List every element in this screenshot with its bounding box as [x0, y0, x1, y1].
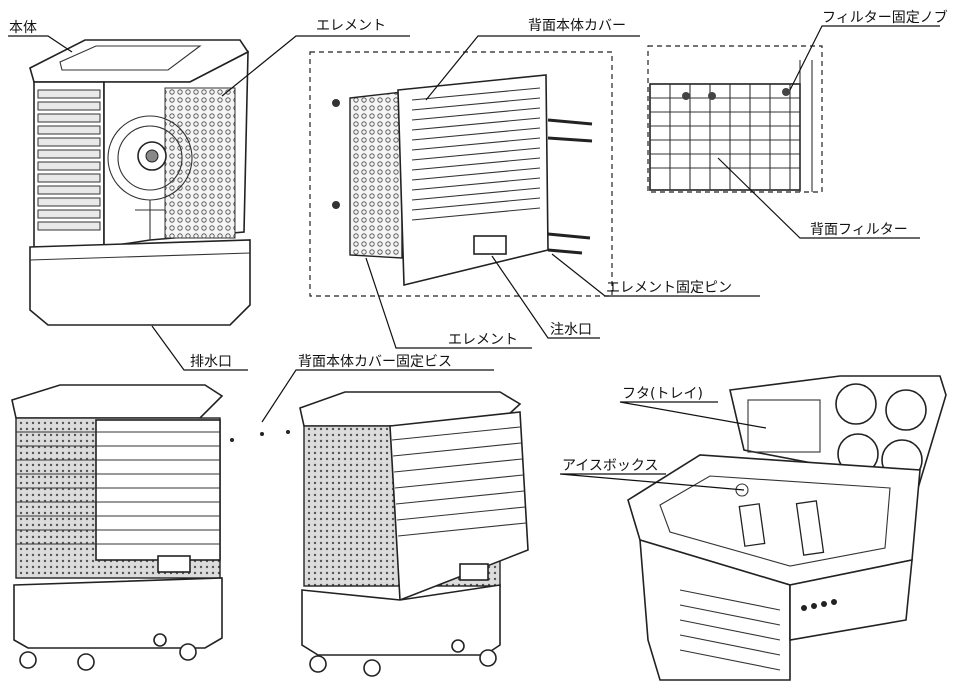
back-filter-panel — [649, 83, 801, 191]
exploded-element-pad — [349, 91, 403, 259]
element-pins — [547, 118, 593, 255]
label-drain: 排水口 — [190, 354, 232, 370]
back-filter-grid — [650, 84, 800, 190]
water-inlet-window — [473, 235, 507, 255]
label-back-filter: 背面フィルター — [810, 222, 908, 238]
closed-unit-slats — [16, 431, 220, 545]
ice-pack-1 — [835, 383, 877, 425]
label-main-body: 本体 — [9, 20, 37, 36]
figure-cover-removed — [299, 391, 529, 677]
figure-ice-box — [627, 375, 947, 681]
tilted-unit-tank — [301, 584, 501, 656]
caster — [19, 651, 37, 669]
back-cover-panel — [397, 74, 549, 287]
ice-unit-front — [639, 538, 791, 681]
ice-unit-louvers — [679, 589, 781, 671]
unit-water-tank — [29, 239, 251, 326]
label-back-cover: 背面本体カバー — [528, 18, 626, 34]
callout-labels: 本体 エレメント 背面本体カバー フィルター固定ノブ 背面フィルター エレメント… — [9, 9, 948, 474]
ice-box-divider-2 — [795, 500, 825, 556]
tilted-cover-slats — [391, 426, 527, 537]
label-cover-screw: 背面本体カバー固定ビス — [298, 354, 452, 370]
ice-box-drain — [735, 483, 749, 497]
back-cover-slats — [411, 87, 541, 221]
filter-dashed-frame — [647, 45, 823, 193]
label-lid-tray: フタ(トレイ) — [622, 386, 703, 402]
closed-unit-tank — [13, 577, 223, 649]
dashed-frame — [309, 51, 613, 297]
filter-knob-right — [782, 88, 790, 96]
figure-unit-closed — [11, 384, 290, 671]
closed-unit-top — [11, 384, 224, 419]
figure-back-filter — [647, 45, 823, 193]
label-filter-knob: フィルター固定ノブ — [822, 9, 948, 26]
screw — [230, 438, 234, 442]
label-ice-box: アイスボックス — [562, 458, 658, 474]
filter-knob-left — [682, 92, 690, 100]
figure-unit-with-element — [29, 39, 251, 326]
unit-front-slats — [37, 89, 101, 231]
ice-box-divider-1 — [738, 503, 766, 547]
label-element-top: エレメント — [316, 18, 386, 34]
leader-lines — [8, 25, 940, 491]
ice-pack-2 — [885, 389, 927, 431]
unit-element-pad — [164, 87, 236, 239]
label-water-inlet: 注水口 — [550, 322, 592, 338]
ice-unit-control-panel — [789, 558, 913, 641]
label-element-bottom: エレメント — [448, 332, 518, 348]
label-element-pin: エレメント固定ピン — [606, 280, 732, 296]
figure-exploded-cover — [309, 51, 613, 297]
tilted-back-cover — [389, 411, 529, 602]
